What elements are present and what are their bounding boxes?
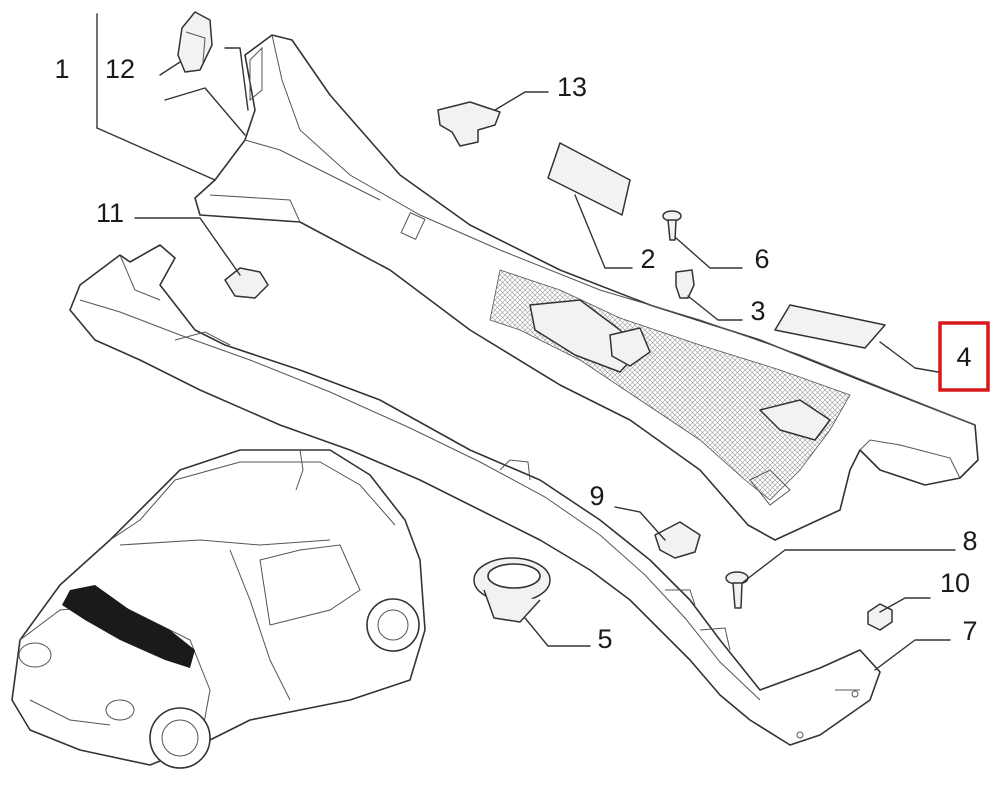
leader-lines	[96, 13, 956, 671]
callout-label-5: 5	[597, 624, 612, 654]
clip-part-3	[675, 269, 695, 299]
callout-label-11: 11	[96, 198, 124, 228]
callout-label-2: 2	[640, 244, 655, 274]
callout-label-13: 13	[557, 72, 587, 102]
callout-label-7: 7	[962, 616, 977, 646]
seal-strip-part-4	[774, 304, 886, 349]
clip-part-9	[654, 521, 701, 559]
callout-label-3: 3	[750, 296, 765, 326]
seal-strip-part-2	[547, 142, 631, 216]
callout-label-4: 4	[956, 342, 971, 372]
callout-labels: 1 12 13 11 2 6 3 4 9 8 10 7 5	[54, 54, 977, 654]
callout-label-10: 10	[940, 568, 970, 598]
screw-part-8	[725, 571, 749, 609]
car-illustration	[11, 449, 426, 769]
cowl-panel-upper	[194, 34, 979, 541]
grommet-part-13	[437, 101, 501, 147]
cowl-trim-lower	[69, 244, 881, 746]
callout-label-1: 1	[54, 54, 69, 84]
clip-part-12	[177, 11, 213, 73]
screw-part-6	[662, 210, 682, 241]
callout-label-8: 8	[962, 526, 977, 556]
highlight-box	[938, 321, 990, 392]
callout-label-9: 9	[589, 481, 604, 511]
nut-part-10	[867, 603, 893, 631]
clip-part-11	[224, 267, 269, 299]
callout-label-12: 12	[105, 54, 135, 84]
callout-label-6: 6	[754, 244, 769, 274]
grommet-part-5	[473, 557, 551, 623]
